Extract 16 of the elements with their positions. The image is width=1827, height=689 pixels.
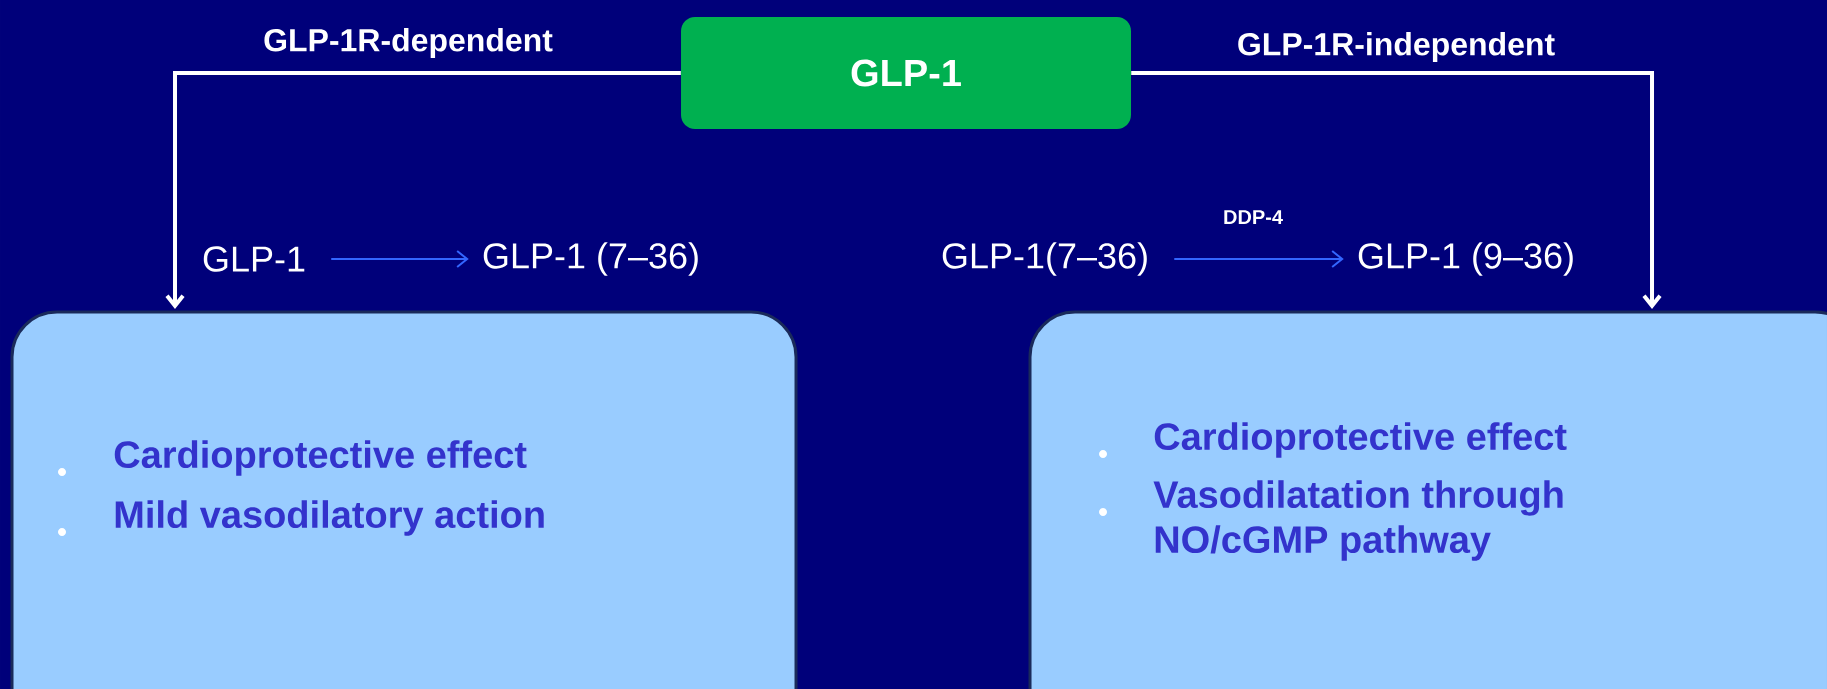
edge-label: GLP-1R-independent (1238, 32, 1555, 62)
arrow (1131, 71, 1662, 309)
label-text: GLP-1 (9–36) (1358, 242, 1573, 276)
bullet-item: Cardioprotective effect (1099, 422, 1567, 458)
arrow (330, 250, 469, 268)
label-text: GLP-1 (7–36) (483, 242, 698, 276)
arrow (165, 71, 681, 309)
edge-label: DDP-4 (1224, 210, 1283, 224)
process-box: GLP-1 (681, 17, 1131, 129)
edge-label: GLP-1R-dependent (264, 28, 553, 58)
bullet-item: Mild vasodilatory action (58, 500, 544, 536)
bullet-item: Cardioprotective effect (58, 440, 527, 476)
bullet-item: Vasodilatation through NO/cGMP pathway (1099, 480, 1563, 561)
label-text: GLP-1(7–36) (942, 242, 1147, 276)
arrow (1173, 250, 1344, 268)
label-text: GLP-1 (203, 246, 305, 272)
